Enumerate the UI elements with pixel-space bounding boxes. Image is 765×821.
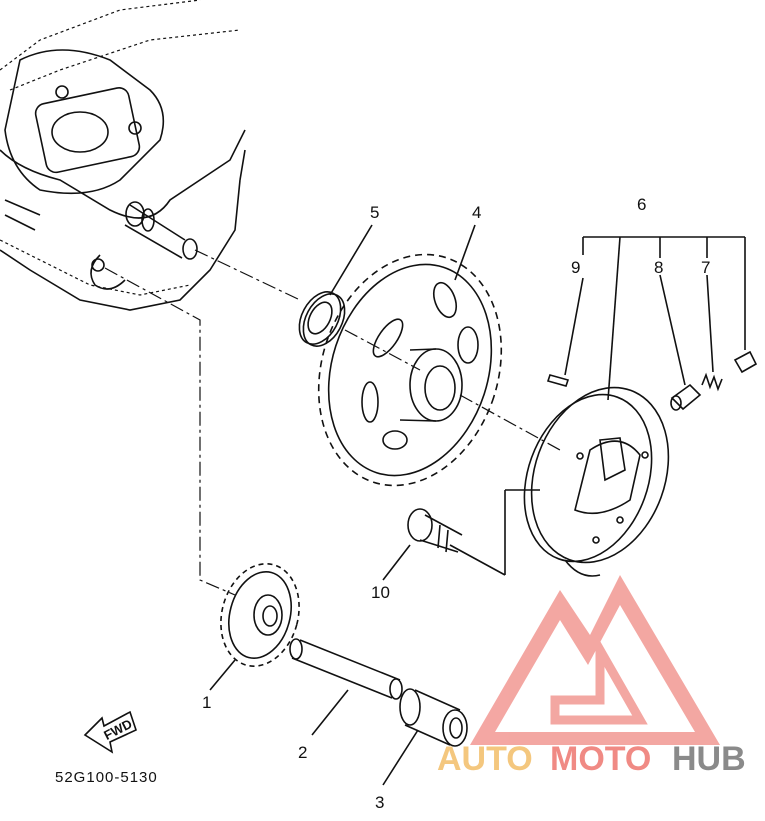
bolt-part-10: [407, 508, 463, 553]
watermark-auto: AUTO: [437, 740, 533, 778]
ratchet-wheel-part-6: [523, 386, 670, 577]
kick-shaft: [124, 201, 198, 260]
washer-part-5: [298, 291, 346, 347]
plug: [733, 350, 758, 374]
watermark-text: AUTO MOTO HUB: [437, 740, 746, 778]
callout-4: 4: [472, 203, 481, 222]
part-code: 52G100-5130: [55, 769, 158, 786]
callout-8: 8: [654, 258, 663, 277]
spring-part-7: [701, 372, 723, 392]
callout-9: 9: [571, 258, 580, 277]
watermark-hub: HUB: [672, 740, 746, 778]
shaft-part-2: [289, 638, 403, 700]
callout-6: 6: [637, 195, 646, 214]
callout-5: 5: [370, 203, 379, 222]
plunger-part-8: [670, 383, 702, 411]
idle-gear-part-4: [317, 253, 503, 487]
watermark-moto: MOTO: [550, 740, 651, 778]
callout-7: 7: [701, 258, 710, 277]
leader-lines: [209, 224, 476, 786]
engine-crankcase: [0, 0, 246, 311]
assembly-lines: [104, 149, 561, 596]
callout-1: 1: [202, 693, 211, 712]
callout-labels: 5 4 6 9 8 7 10 1 2 3: [202, 195, 710, 812]
kick-gear-part-1: [220, 563, 300, 667]
watermark-logo: [470, 575, 720, 745]
callout-2: 2: [298, 743, 307, 762]
callout-3: 3: [375, 793, 384, 812]
fwd-arrow-icon: FWD: [83, 710, 137, 754]
pin-part-9: [546, 374, 570, 387]
callout-10: 10: [371, 583, 390, 602]
bushing-part-3: [399, 688, 468, 747]
watermark-triangle-icon: [470, 575, 720, 745]
part-6-bracket: [564, 236, 746, 401]
